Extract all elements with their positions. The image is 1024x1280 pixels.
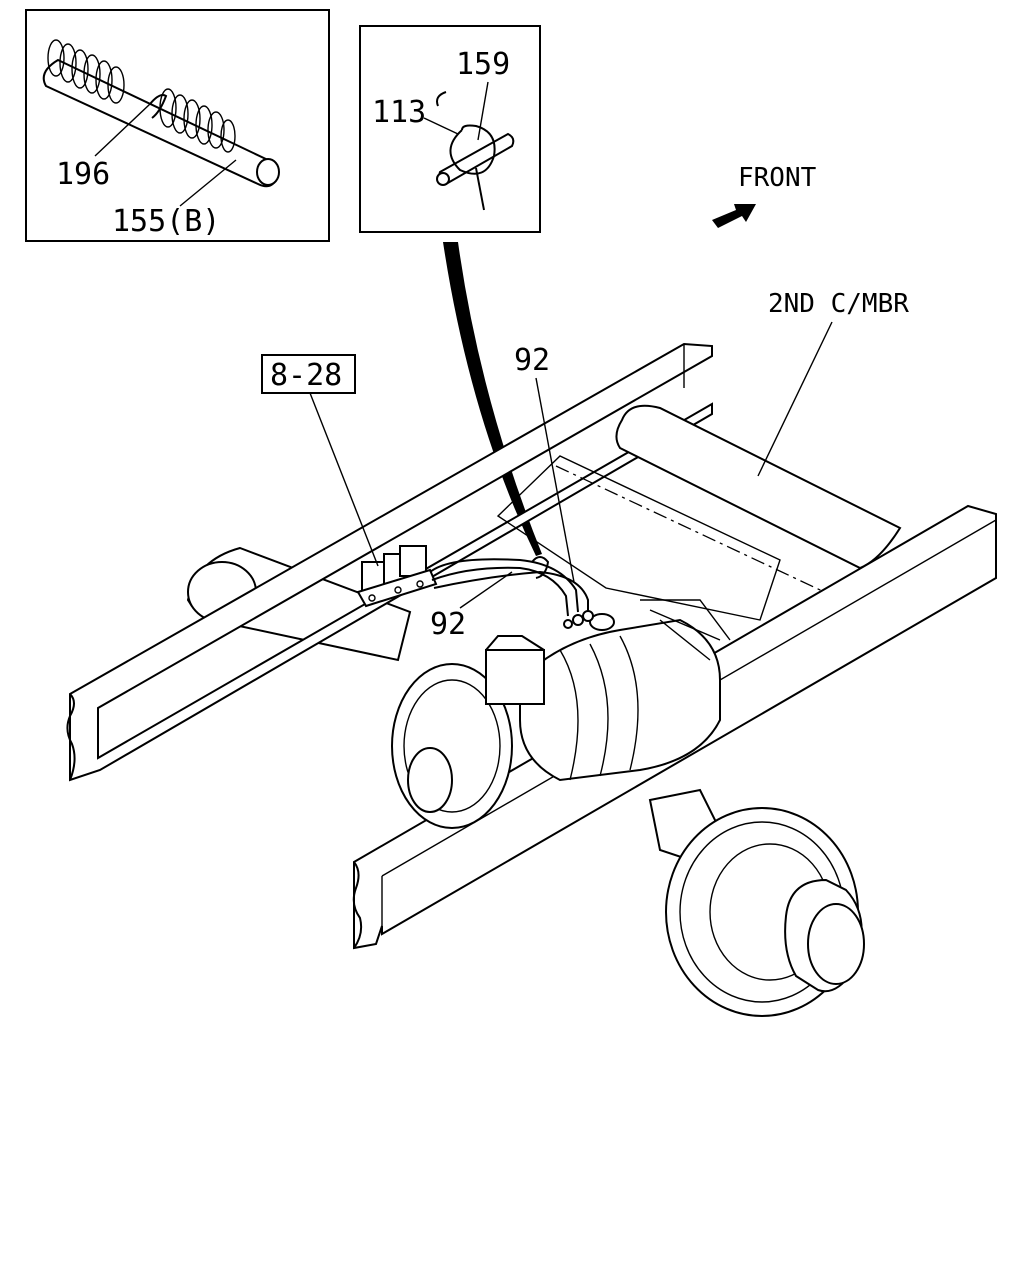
frame-floor <box>496 455 781 621</box>
label-8-28[interactable]: 8-28 <box>270 358 342 393</box>
reference-box[interactable] <box>261 354 356 394</box>
crossmember-2nd <box>615 404 902 570</box>
leader-2nd-crossmember <box>757 321 833 477</box>
front-arrow-icon <box>712 204 756 228</box>
clip-rod <box>437 132 515 186</box>
axle-assembly <box>391 599 731 829</box>
tube-split <box>149 94 168 119</box>
hose-clip <box>531 556 550 579</box>
leader-8-28 <box>309 392 379 567</box>
right-hub <box>648 788 865 1017</box>
hose-2 <box>431 566 569 617</box>
leader-155b <box>179 159 237 207</box>
differential-cover-hatch <box>640 599 731 661</box>
inset-frame-left <box>25 9 330 242</box>
tube-end <box>256 158 280 186</box>
inset-corrugated-tube: 196 155(B) <box>25 9 330 242</box>
chassis-drawing <box>66 342 997 1017</box>
hoses <box>429 556 594 629</box>
detail-leader-wedge <box>443 242 542 556</box>
clip-band <box>436 91 496 175</box>
label-92-upper: 92 <box>514 343 550 378</box>
corrugation-segment-2 <box>159 88 236 153</box>
label-92-lower: 92 <box>430 607 466 642</box>
frame-rail-right-edge <box>352 861 363 949</box>
label-155b: 155(B) <box>112 204 220 239</box>
front-indicator: FRONT <box>712 163 817 228</box>
leader-159 <box>477 81 489 141</box>
hose-3 <box>433 570 589 614</box>
inset-frame-right <box>359 25 541 233</box>
front-label: FRONT <box>738 163 817 193</box>
leader-113 <box>423 117 459 135</box>
label-2nd-crossmember: 2ND C/MBR <box>768 289 909 319</box>
breather-cap <box>589 613 615 631</box>
label-196: 196 <box>56 157 110 192</box>
differential-housing <box>519 618 721 782</box>
clip-tail <box>475 167 485 211</box>
rod-end <box>436 172 450 186</box>
valve-block <box>356 545 438 608</box>
label-113: 113 <box>372 95 426 130</box>
leader-92-lower <box>459 571 513 609</box>
label-159: 159 <box>456 47 510 82</box>
callouts: 2ND C/MBR 8-28 92 92 <box>261 289 909 642</box>
frame-rail-left-edge <box>66 693 76 781</box>
leader-196 <box>94 103 151 157</box>
leader-92-upper <box>535 377 575 583</box>
spring-seat <box>485 649 545 705</box>
corrugation-segment-1 <box>47 39 125 104</box>
inset-clip: 159 113 <box>359 25 541 233</box>
